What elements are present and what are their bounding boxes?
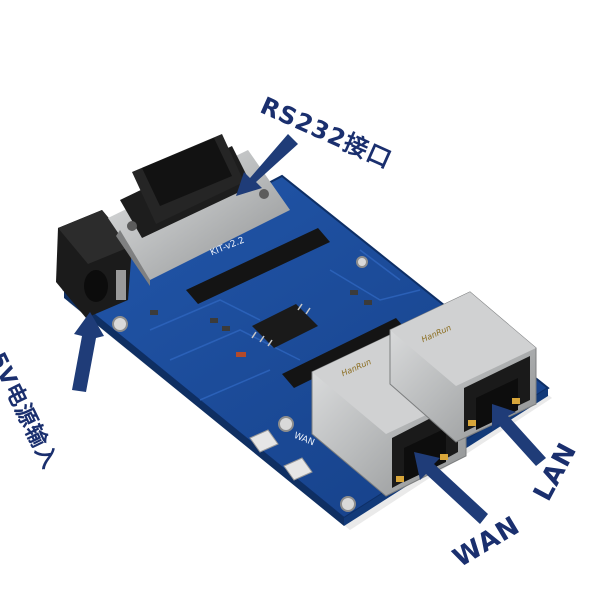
mounting-holes [112,256,368,512]
smd-components [150,290,372,357]
arrow-lan [492,404,546,466]
rj45-lan [389,291,537,443]
pin-header-bottom [282,318,408,388]
arrow-power [72,312,104,392]
power-jack [56,210,132,318]
push-buttons [249,429,313,481]
pcb-edge [64,290,344,526]
arrow-icon [72,312,104,392]
arrow-wan [414,452,488,524]
arrow-icon [236,134,298,196]
arrow-icon [414,452,488,524]
pcb-traces [149,249,421,401]
main-chip [251,303,318,348]
arrow-icon [492,404,546,466]
pin-header-top [186,228,330,304]
arrow-rs232 [236,134,298,196]
